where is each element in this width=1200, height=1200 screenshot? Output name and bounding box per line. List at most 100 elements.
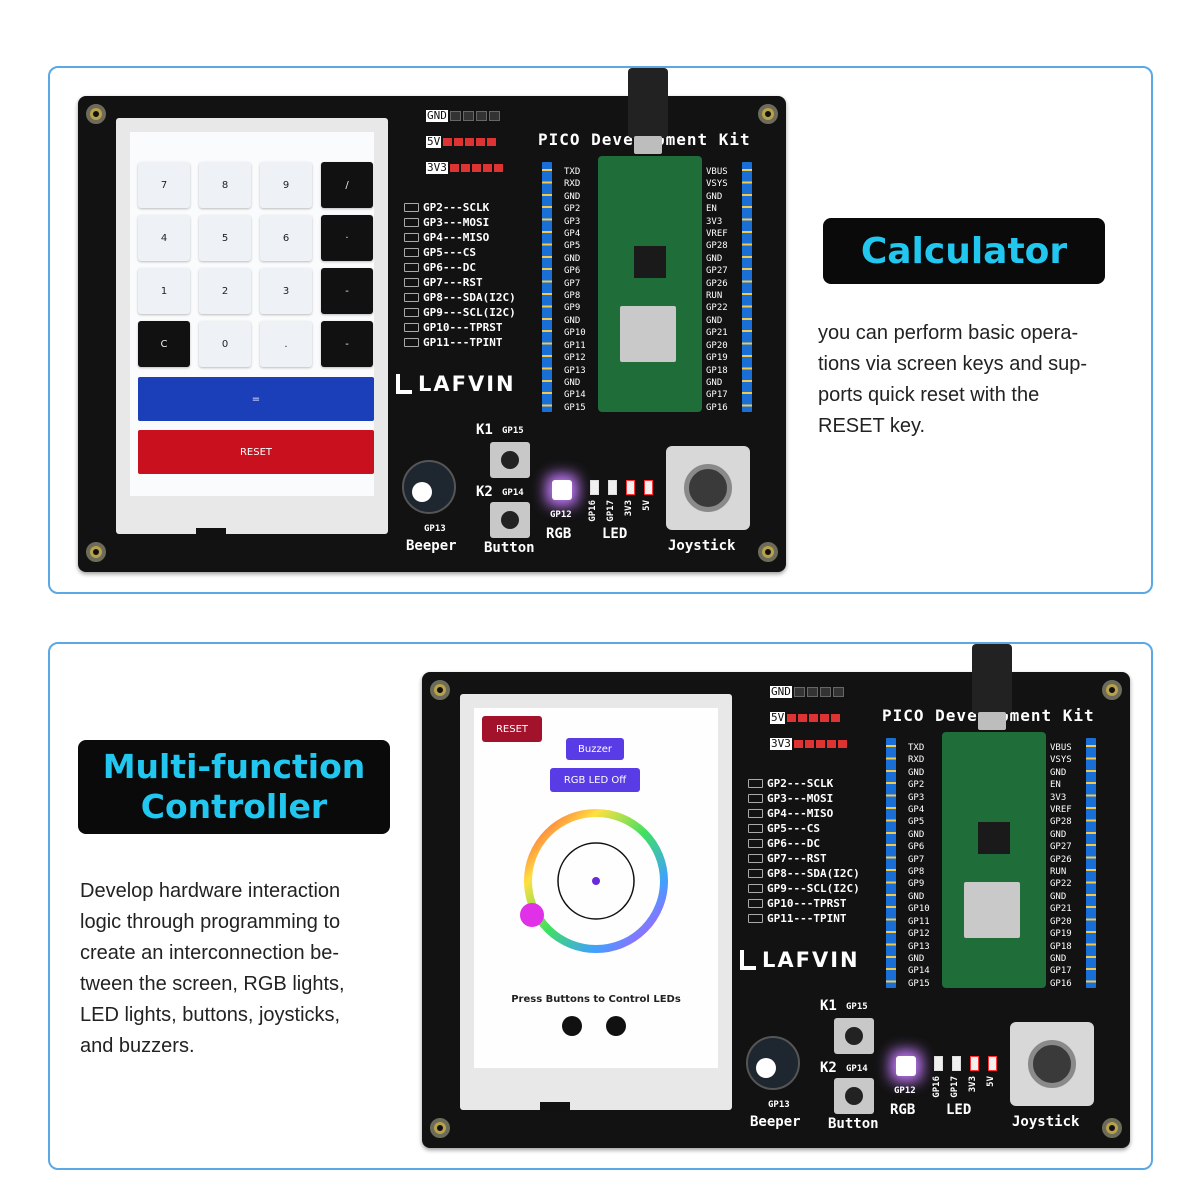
pin-label: GP20 bbox=[1050, 916, 1072, 927]
joystick-label: Joystick bbox=[1012, 1114, 1080, 1130]
pin-label: GND bbox=[908, 891, 925, 902]
pin-label: GP7 bbox=[564, 278, 581, 289]
buzzer-pin-label: GP13 bbox=[424, 524, 446, 534]
pin-label: VSYS bbox=[706, 179, 728, 190]
k1-button[interactable] bbox=[490, 442, 530, 478]
5v-header: 5V bbox=[770, 712, 841, 724]
pin-label: GP9 bbox=[564, 303, 581, 314]
led-pin-gp17: GP17 bbox=[606, 500, 616, 522]
led-pin-3v3: 3V3 bbox=[968, 1076, 978, 1093]
pin-label: GP10 bbox=[908, 904, 930, 915]
rp2040-chip bbox=[634, 246, 666, 278]
pin-label: GP9 bbox=[908, 879, 925, 890]
calc-key[interactable]: 5 bbox=[199, 215, 251, 261]
pin-connector-icon bbox=[748, 839, 763, 848]
pin-connector-icon bbox=[748, 854, 763, 863]
led-3v3 bbox=[626, 480, 635, 495]
left-header-strip bbox=[886, 738, 896, 988]
pin-label: GND bbox=[1050, 767, 1067, 778]
calc-key[interactable]: - bbox=[321, 268, 373, 314]
mount-hole bbox=[1102, 680, 1122, 700]
k1-button[interactable] bbox=[834, 1018, 874, 1054]
rgb-pin-label: GP12 bbox=[894, 1086, 916, 1096]
calc-key[interactable]: / bbox=[321, 162, 373, 208]
calc-key[interactable]: 1 bbox=[138, 268, 190, 314]
pin-label: GP14 bbox=[564, 390, 586, 401]
k2-button[interactable] bbox=[490, 502, 530, 538]
mount-hole bbox=[758, 104, 778, 124]
pin-map-item: GP11---TPINT bbox=[767, 912, 847, 925]
pin-label: GP3 bbox=[908, 792, 925, 803]
pin-map-item: GP10---TPRST bbox=[423, 321, 503, 334]
calc-key[interactable]: 9 bbox=[260, 162, 312, 208]
pin-label: GP17 bbox=[706, 390, 728, 401]
calc-key[interactable]: - bbox=[321, 321, 373, 367]
pin-map-item: GP6---DC bbox=[423, 261, 476, 274]
pin-label: GP12 bbox=[564, 353, 586, 364]
usb-cable bbox=[972, 644, 1012, 714]
pin-connector-icon bbox=[748, 869, 763, 878]
pin-label: RUN bbox=[706, 291, 723, 302]
pin-label: RXD bbox=[908, 755, 925, 766]
calc-key[interactable]: 0 bbox=[199, 321, 251, 367]
calc-key[interactable]: . bbox=[260, 321, 312, 367]
pin-label: GP4 bbox=[564, 229, 581, 240]
controller-panel: Multi-function Controller Develop hardwa… bbox=[48, 642, 1153, 1170]
wheel-handle bbox=[520, 903, 544, 927]
k2-pin-label: GP14 bbox=[502, 488, 524, 498]
pin-label: GND bbox=[908, 829, 925, 840]
calc-key[interactable]: 4 bbox=[138, 215, 190, 261]
calc-key[interactable]: C bbox=[138, 321, 190, 367]
pin-label: GP14 bbox=[908, 966, 930, 977]
screen-buzzer-button[interactable]: Buzzer bbox=[566, 738, 624, 760]
pin-connector-icon bbox=[748, 899, 763, 908]
led-pin-gp16: GP16 bbox=[588, 500, 598, 522]
k1-pin-label: GP15 bbox=[846, 1002, 868, 1012]
pin-connector-icon bbox=[748, 779, 763, 788]
screen-reset-button[interactable]: RESET bbox=[482, 716, 542, 742]
pin-label: GP13 bbox=[908, 941, 930, 952]
pin-connector-icon bbox=[404, 323, 419, 332]
k2-pin-label: GP14 bbox=[846, 1064, 868, 1074]
right-header-strip bbox=[742, 162, 752, 412]
pin-label: GP15 bbox=[908, 978, 930, 989]
reset-button[interactable]: RESET bbox=[138, 430, 374, 474]
left-header-strip bbox=[542, 162, 552, 412]
k2-button[interactable] bbox=[834, 1078, 874, 1114]
screen-rgb-button[interactable]: RGB LED Off bbox=[550, 768, 640, 792]
pico-module bbox=[598, 156, 702, 412]
pin-label: GP8 bbox=[564, 291, 581, 302]
calc-key[interactable]: 8 bbox=[199, 162, 251, 208]
k2-label: K2 bbox=[820, 1060, 837, 1076]
color-wheel[interactable] bbox=[474, 803, 718, 973]
joystick[interactable] bbox=[666, 446, 750, 530]
pin-label: GP19 bbox=[1050, 929, 1072, 940]
led-label: LED bbox=[946, 1102, 972, 1118]
calc-key[interactable]: 7 bbox=[138, 162, 190, 208]
calc-key[interactable]: 2 bbox=[199, 268, 251, 314]
led-gp16 bbox=[934, 1056, 943, 1071]
led-pin-3v3: 3V3 bbox=[624, 500, 634, 517]
equals-button[interactable]: = bbox=[138, 377, 374, 421]
calc-key[interactable]: 3 bbox=[260, 268, 312, 314]
pin-connector-icon bbox=[748, 914, 763, 923]
pin-map-item: GP10---TPRST bbox=[767, 897, 847, 910]
pin-label: GP26 bbox=[706, 278, 728, 289]
pin-connector-icon bbox=[404, 308, 419, 317]
button-label: Button bbox=[484, 540, 535, 556]
pin-connector-icon bbox=[748, 884, 763, 893]
pin-label: EN bbox=[1050, 780, 1061, 791]
mount-hole bbox=[430, 1118, 450, 1138]
usb-port bbox=[978, 712, 1006, 730]
pin-map-item: GP7---RST bbox=[767, 852, 827, 865]
calc-key[interactable]: · bbox=[321, 215, 373, 261]
pin-label: GND bbox=[706, 253, 723, 264]
pin-connector-icon bbox=[748, 794, 763, 803]
pin-label: GND bbox=[1050, 953, 1067, 964]
pin-label: GP2 bbox=[564, 204, 581, 215]
calc-key[interactable]: 6 bbox=[260, 215, 312, 261]
joystick[interactable] bbox=[1010, 1022, 1094, 1106]
pin-label: VBUS bbox=[1050, 743, 1072, 753]
